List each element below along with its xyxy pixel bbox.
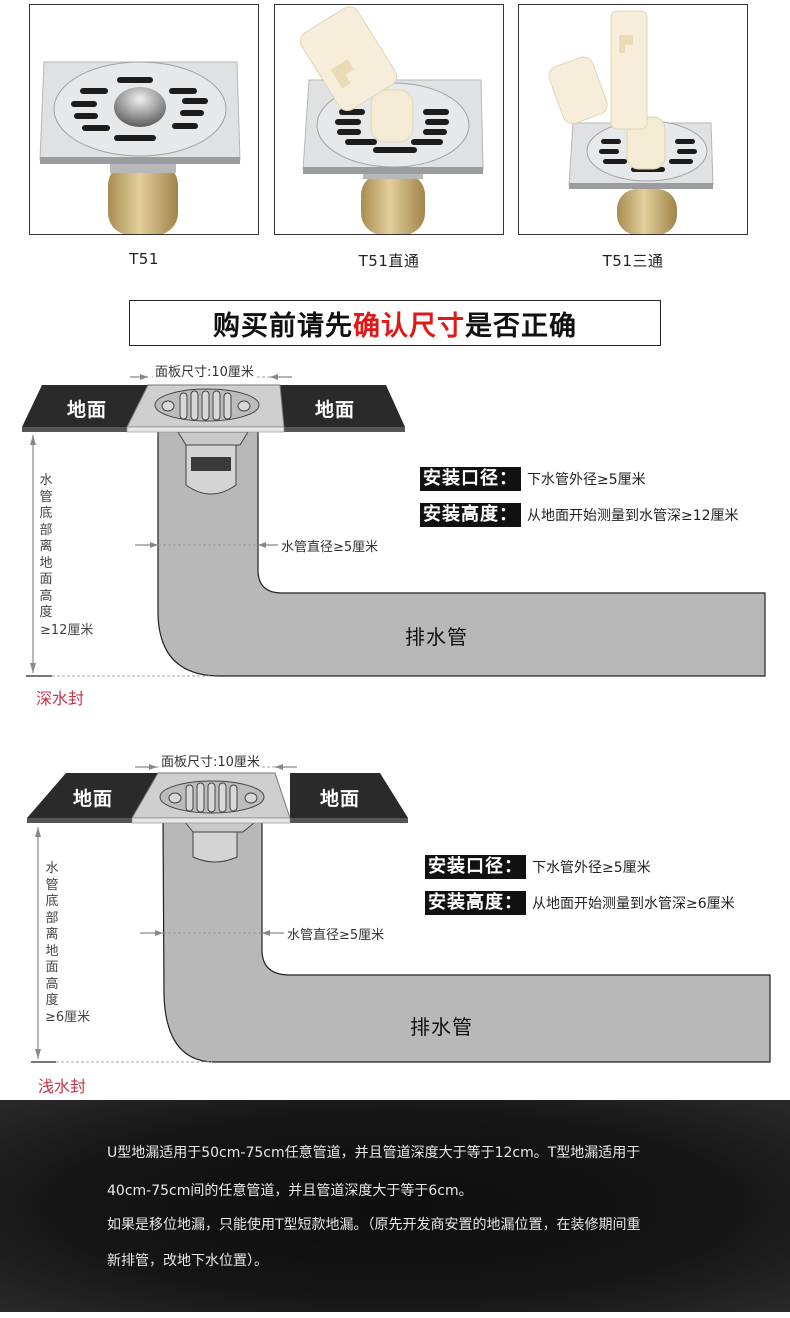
spec-install-height: 安装高度： 从地面开始测量到水管深≥6厘米 <box>425 891 735 915</box>
product-label: T51 <box>129 250 159 268</box>
height-label-char: 高 <box>45 976 59 992</box>
installation-diagram-illustration <box>27 764 771 1063</box>
spec-install-height: 安装高度： 从地面开始测量到水管深≥12厘米 <box>420 503 739 527</box>
floor-drain-three-way-icon <box>548 10 714 234</box>
height-label-char: 管 <box>45 877 59 893</box>
height-label-char: 底 <box>45 894 59 909</box>
height-label-char: 水 <box>39 473 53 488</box>
height-label-char: 部 <box>39 522 53 538</box>
pipe-diameter-label: 水管直径≥5厘米 <box>287 928 385 943</box>
spec-value: 下水管外径≥5厘米 <box>532 860 651 876</box>
height-label-char: 底 <box>39 506 53 521</box>
spec-value: 从地面开始测量到水管深≥12厘米 <box>527 508 739 524</box>
product-label: T51三通 <box>602 252 664 270</box>
note-line: 40cm-75cm间的任意管道，并且管道深度大于等于6cm。 <box>107 1183 473 1199</box>
height-label-char: 度 <box>39 605 53 620</box>
height-label-char: 度 <box>45 993 59 1008</box>
banner-text-part3: 是否正确 <box>465 310 577 342</box>
drain-pipe-label: 排水管 <box>405 625 468 649</box>
height-value-label: ≥12厘米 <box>40 623 94 638</box>
seal-type-label: 浅水封 <box>38 1077 87 1096</box>
floor-drain-straight-icon <box>299 6 484 234</box>
shallow-seal-diagram: 地面 地面 面板尺寸:10厘米 水管直径≥5厘米 安装口径： 下水管外径≥5厘米… <box>0 745 790 1096</box>
height-label-vertical: 水 管 底 部 离 地 面 高 度 <box>38 473 54 622</box>
note-line: 如果是移位地漏，只能使用T型短款地漏。（原先开发商安置的地漏位置，在装修期间重 <box>107 1217 641 1233</box>
deep-seal-diagram: 地面 地面 面板尺寸:10厘米 水管直径≥5厘米 安装口径： 下水管外径≥5厘米… <box>0 355 790 708</box>
height-label-char: 水 <box>45 861 59 876</box>
usage-notes-panel: U型地漏适用于50cm-75cm任意管道，并且管道深度大于等于12cm。T型地漏… <box>0 1100 790 1312</box>
floor-label-right: 地面 <box>320 788 361 810</box>
product-image-t51-three-way[interactable] <box>518 4 748 235</box>
floor-label-left: 地面 <box>73 788 114 810</box>
product-image-t51[interactable] <box>29 4 259 235</box>
floor-label-right: 地面 <box>315 399 356 421</box>
spec-key: 安装口径： <box>420 467 521 491</box>
height-label-char: 面 <box>39 572 53 587</box>
height-label-char: 地 <box>45 943 59 959</box>
height-label-char: 离 <box>45 927 59 942</box>
banner-text-highlight: 确认尺寸 <box>353 310 465 342</box>
product-label: T51直通 <box>358 252 420 270</box>
drain-pipe-label: 排水管 <box>410 1015 473 1039</box>
spec-key: 安装口径： <box>425 855 526 879</box>
floor-label-left: 地面 <box>67 399 108 421</box>
pipe-diameter-label: 水管直径≥5厘米 <box>281 540 379 555</box>
height-label-char: 离 <box>39 539 53 554</box>
note-line: 新排管，改地下水位置）。 <box>107 1253 268 1269</box>
banner-text-part1: 购买前请先 <box>213 310 353 342</box>
spec-value: 下水管外径≥5厘米 <box>527 472 646 488</box>
spec-key: 安装高度： <box>425 891 526 915</box>
seal-type-label: 深水封 <box>36 689 85 708</box>
spec-install-diameter: 安装口径： 下水管外径≥5厘米 <box>420 467 646 491</box>
confirm-size-banner: 购买前请先 确认尺寸 是否正确 <box>129 300 661 346</box>
height-label-char: 部 <box>45 910 59 926</box>
height-value-label: ≥6厘米 <box>45 1010 91 1025</box>
height-label-char: 地 <box>39 555 53 571</box>
height-label-char: 面 <box>45 960 59 975</box>
note-line: U型地漏适用于50cm-75cm任意管道，并且管道深度大于等于12cm。T型地漏… <box>107 1145 641 1161</box>
panel-size-label: 面板尺寸:10厘米 <box>153 361 256 380</box>
height-label-char: 高 <box>39 588 53 604</box>
installation-diagram-illustration <box>22 374 766 677</box>
floor-drain-standard-icon <box>39 61 241 234</box>
spec-install-diameter: 安装口径： 下水管外径≥5厘米 <box>425 855 651 879</box>
height-label-char: 管 <box>39 489 53 505</box>
spec-value: 从地面开始测量到水管深≥6厘米 <box>532 896 735 912</box>
product-image-t51-straight[interactable] <box>274 4 504 235</box>
panel-size-label: 面板尺寸:10厘米 <box>159 751 262 770</box>
spec-key: 安装高度： <box>420 503 521 527</box>
height-label-vertical: 水 管 底 部 离 地 面 高 度 <box>44 861 60 1010</box>
